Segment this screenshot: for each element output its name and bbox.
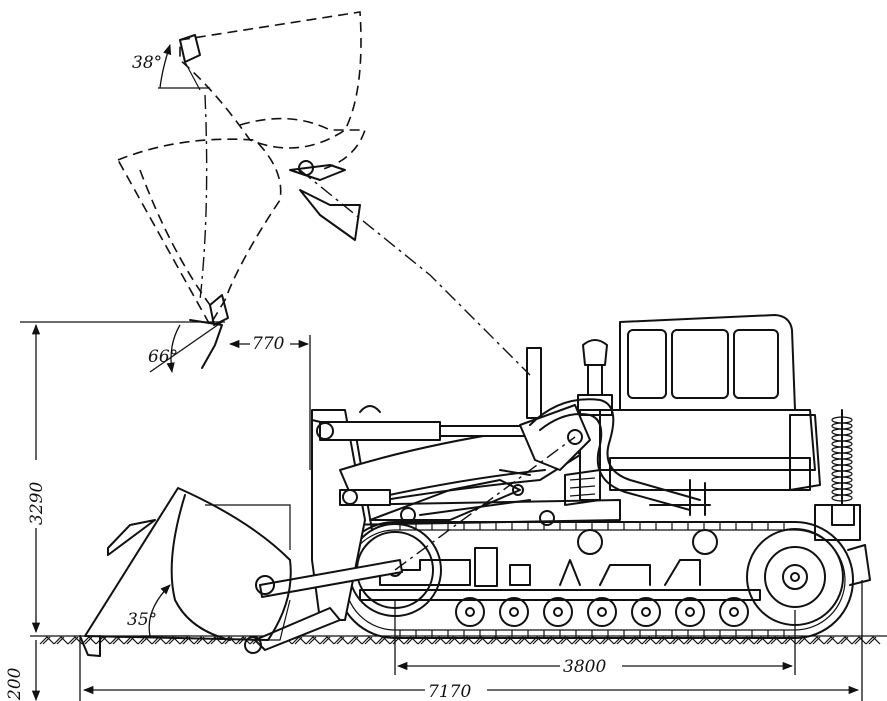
dimension-200-label: 200 bbox=[5, 667, 25, 701]
raised-bucket-carry bbox=[179, 11, 362, 149]
dimension-lines bbox=[20, 44, 863, 701]
angle-66-label: 66° bbox=[148, 347, 178, 367]
lowered-bucket bbox=[79, 487, 292, 657]
loader-linkage bbox=[254, 398, 711, 651]
boom-arc-centerlines bbox=[199, 94, 576, 571]
dimension-3290-label: 3290 bbox=[27, 482, 47, 525]
raised-bucket-dump bbox=[116, 117, 367, 369]
track-frame bbox=[359, 547, 761, 601]
dimension-7170-label: 7170 bbox=[428, 682, 471, 701]
angle-35-label: 35° bbox=[127, 610, 157, 630]
dimension-770-label: 770 bbox=[252, 334, 285, 354]
angle-38-label: 38° bbox=[132, 53, 162, 73]
rear-spring bbox=[814, 409, 871, 586]
dimension-3800-label: 3800 bbox=[563, 657, 606, 677]
crawler-track bbox=[336, 521, 854, 639]
